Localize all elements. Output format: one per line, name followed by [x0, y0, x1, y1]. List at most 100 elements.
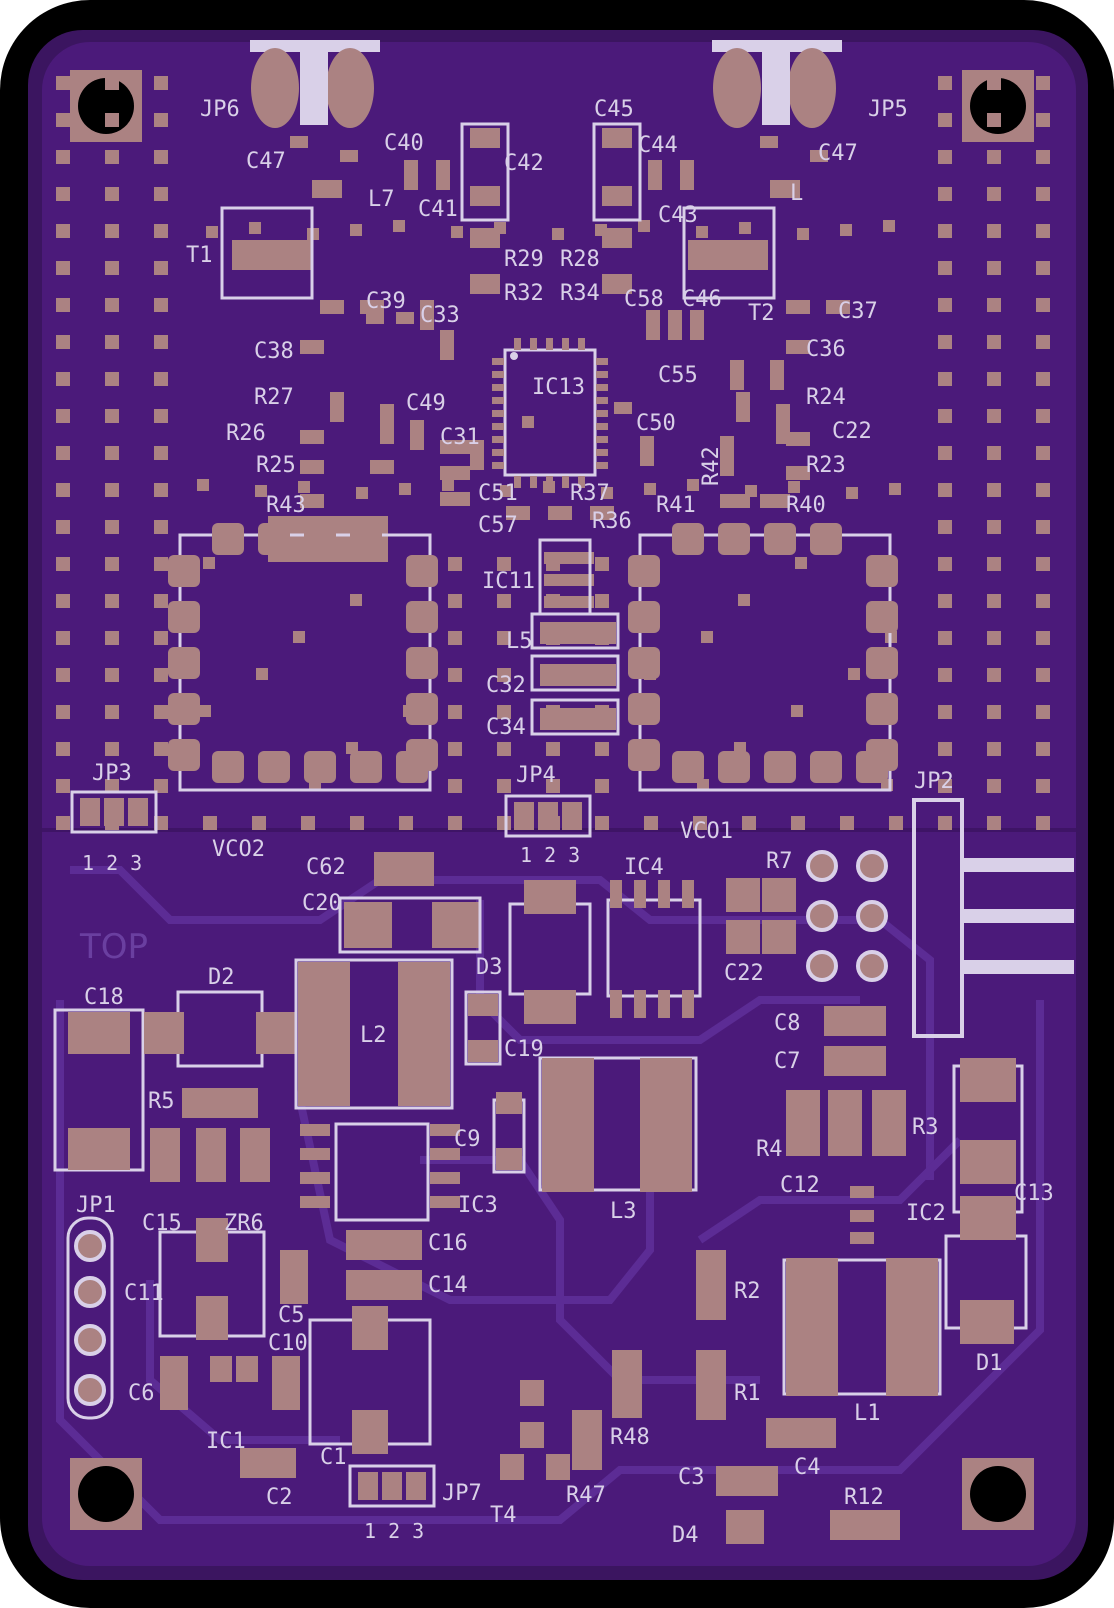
label-l2: L2: [360, 1023, 387, 1048]
label-c37: C37: [838, 299, 878, 324]
label-r5: R5: [148, 1089, 175, 1114]
label-r41: R41: [656, 493, 696, 518]
label-r47: R47: [566, 1483, 606, 1508]
label-c1: C1: [320, 1445, 347, 1470]
jp1-header: [66, 1216, 114, 1420]
label-vco2: VCO2: [212, 837, 265, 862]
power-section-parts: [53, 852, 1028, 1454]
label-c55: C55: [658, 363, 698, 388]
label-c41: C41: [418, 197, 458, 222]
label-c16: C16: [428, 1231, 468, 1256]
label-l1: L1: [854, 1401, 881, 1426]
label-c51: C51: [478, 481, 518, 506]
label-jp5: JP5: [868, 97, 908, 122]
smd-component-field: [220, 122, 850, 736]
label-c49: C49: [406, 391, 446, 416]
label-l3: L3: [610, 1199, 637, 1224]
label-r29: R29: [504, 247, 544, 272]
label-c47-left: C47: [246, 149, 286, 174]
label-c38: C38: [254, 339, 294, 364]
label-r48: R48: [610, 1425, 650, 1450]
label-c7: C7: [774, 1049, 801, 1074]
label-l7: L7: [368, 187, 395, 212]
label-c8: C8: [774, 1011, 801, 1036]
ghost-top-label: TOP: [79, 927, 148, 967]
label-zr6: ZR6: [224, 1211, 264, 1236]
label-c15: C15: [142, 1211, 182, 1236]
label-c6: C6: [128, 1381, 155, 1406]
label-c47-right: C47: [818, 141, 858, 166]
label-c40: C40: [384, 131, 424, 156]
label-r1: R1: [734, 1381, 761, 1406]
label-r32: R32: [504, 281, 544, 306]
label-r25: R25: [256, 453, 296, 478]
label-ic4: IC4: [624, 855, 664, 880]
label-ic3: IC3: [458, 1193, 498, 1218]
label-c12: C12: [780, 1173, 820, 1198]
label-r26: R26: [226, 421, 266, 446]
board-copper-pour: [42, 42, 1076, 1566]
label-jp3-pins: 1 2 3: [82, 851, 142, 875]
label-c42: C42: [504, 151, 544, 176]
label-c10: C10: [268, 1331, 308, 1356]
label-r12: R12: [844, 1485, 884, 1510]
label-jp4-pins: 1 2 3: [520, 843, 580, 867]
label-c50: C50: [636, 411, 676, 436]
label-r4: R4: [756, 1137, 783, 1162]
label-r28: R28: [560, 247, 600, 272]
label-r27: R27: [254, 385, 294, 410]
label-ic11: IC11: [482, 569, 535, 594]
label-l5: L5: [506, 629, 533, 654]
label-c45: C45: [594, 97, 634, 122]
jp4-header: [504, 794, 592, 838]
label-r2: R2: [734, 1279, 761, 1304]
vco-pads: [168, 523, 898, 783]
label-c39: C39: [366, 289, 406, 314]
label-c22-power: C22: [724, 961, 764, 986]
label-r3: R3: [912, 1115, 939, 1140]
label-c2: C2: [266, 1485, 293, 1510]
label-d1: D1: [976, 1351, 1003, 1376]
label-jp7: JP7: [442, 1481, 482, 1506]
label-ic13: IC13: [532, 375, 585, 400]
label-c46: C46: [682, 287, 722, 312]
label-c43: C43: [658, 203, 698, 228]
label-r7: R7: [766, 849, 793, 874]
label-c4: C4: [794, 1455, 821, 1480]
label-c9: C9: [454, 1127, 481, 1152]
mounting-holes: [70, 70, 1034, 1530]
label-c31: C31: [440, 425, 480, 450]
label-d2: D2: [208, 965, 235, 990]
label-r34: R34: [560, 281, 600, 306]
label-c32: C32: [486, 673, 526, 698]
label-jp6: JP6: [200, 97, 240, 122]
sma-connector-left: [250, 40, 380, 128]
label-c14: C14: [428, 1273, 468, 1298]
label-d4: D4: [672, 1523, 699, 1548]
label-c58: C58: [624, 287, 664, 312]
label-l-right: L: [790, 181, 803, 206]
power-smd-parts: [150, 878, 906, 1544]
label-c13: C13: [1014, 1181, 1054, 1206]
label-ic1: IC1: [206, 1429, 246, 1454]
label-jp4: JP4: [516, 763, 556, 788]
label-jp3: JP3: [92, 761, 132, 786]
label-c62: C62: [306, 855, 346, 880]
label-c3: C3: [678, 1465, 705, 1490]
label-r36: R36: [592, 509, 632, 534]
ic13-pins: [492, 338, 608, 488]
label-c20: C20: [302, 891, 342, 916]
label-jp1: JP1: [76, 1193, 116, 1218]
label-t2: T2: [748, 301, 775, 326]
label-r40: R40: [786, 493, 826, 518]
jp2-right-angle-header: [806, 798, 1074, 1038]
label-c19: C19: [504, 1037, 544, 1062]
label-c44: C44: [638, 133, 678, 158]
label-r43: R43: [266, 493, 306, 518]
label-c18: C18: [84, 985, 124, 1010]
label-t4: T4: [490, 1503, 517, 1528]
sma-connector-right: [712, 40, 842, 128]
label-r24: R24: [806, 385, 846, 410]
label-c22: C22: [832, 419, 872, 444]
